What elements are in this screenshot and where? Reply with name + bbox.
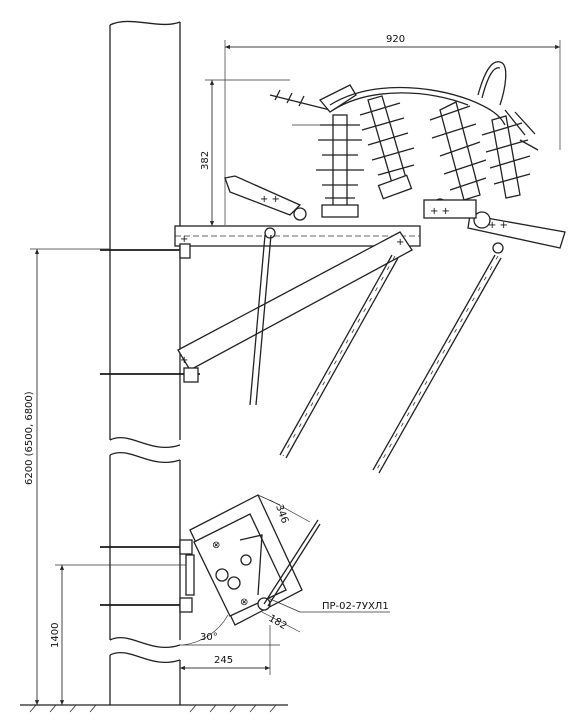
svg-text:+: + — [396, 237, 404, 248]
dimension-1400: 1400 — [50, 564, 186, 705]
dimension-245-label: 245 — [214, 655, 233, 666]
dimension-382: 382 — [200, 79, 290, 226]
drive-label: ПР-02-7УХЛ1 — [322, 601, 389, 612]
drive-mount: ⊗ ⊗ — [100, 494, 321, 626]
contact-blade — [329, 61, 507, 126]
insulator-left — [269, 84, 364, 218]
pivot-top — [293, 207, 307, 221]
angle-30: 30° — [180, 614, 280, 646]
svg-text:⊗: ⊗ — [212, 540, 220, 551]
dimension-920: 920 — [224, 34, 561, 225]
traverse-bracket: + + + — [100, 225, 421, 383]
insulator-middle — [359, 95, 415, 200]
pole — [109, 20, 181, 705]
dimension-920-label: 920 — [386, 34, 405, 45]
dimension-382-label: 382 — [200, 151, 211, 170]
ground-line — [20, 704, 288, 713]
svg-text:+ +: + + — [488, 220, 508, 231]
dimension-6200: 6200 (6500, 6800) — [24, 248, 110, 705]
svg-text:+ +: + + — [260, 194, 280, 205]
svg-text:+: + — [180, 234, 188, 245]
insulator-right — [429, 101, 539, 201]
dimension-245: 245 — [180, 625, 271, 675]
angle-30-label: 30° — [200, 632, 218, 643]
svg-text:+: + — [180, 355, 188, 366]
terminal-left: + + — [224, 175, 302, 216]
drive-rods — [249, 234, 502, 474]
pivot-right — [492, 242, 504, 254]
dimension-6200-label: 6200 (6500, 6800) — [24, 391, 35, 485]
terminal-right: + + + + — [423, 198, 566, 249]
drive-callout: ПР-02-7УХЛ1 — [267, 597, 390, 613]
svg-text:+ +: + + — [430, 206, 450, 217]
svg-text:⊗: ⊗ — [240, 597, 248, 608]
dimension-182: 182 — [261, 611, 301, 633]
dimension-346-label: 346 — [273, 503, 290, 525]
dimension-1400-label: 1400 — [50, 623, 61, 648]
pivot-left — [264, 227, 276, 239]
